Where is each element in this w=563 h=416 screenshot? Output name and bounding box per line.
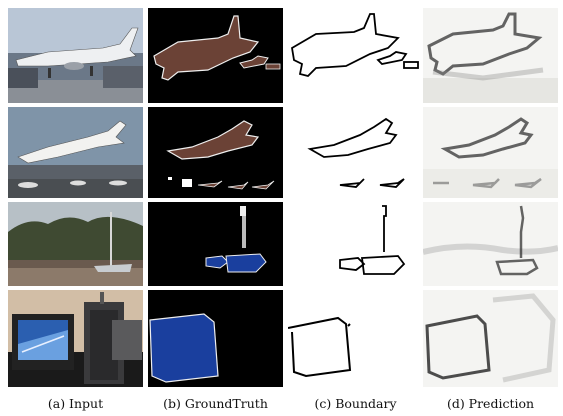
input-image-row4 [8, 290, 143, 387]
prediction-row3 [423, 202, 558, 286]
prediction-row2 [423, 107, 558, 198]
groundtruth-row1 [148, 8, 283, 103]
caption-input: (a) Input [47, 396, 104, 411]
input-image-row2 [8, 107, 143, 198]
prediction-row1 [423, 8, 558, 103]
boundary-row2 [288, 107, 423, 198]
groundtruth-row3 [148, 202, 283, 286]
groundtruth-row2 [148, 107, 283, 198]
boundary-row3 [288, 202, 423, 286]
prediction-row4 [423, 290, 558, 387]
groundtruth-row4 [148, 290, 283, 387]
caption-groundtruth: (b) GroundTruth [163, 396, 268, 411]
input-image-row1 [8, 8, 143, 103]
caption-prediction: (d) Prediction [446, 396, 535, 411]
caption-boundary: (c) Boundary [314, 396, 397, 411]
boundary-row4 [288, 290, 423, 387]
input-image-row3 [8, 202, 143, 286]
boundary-row1 [288, 8, 423, 103]
